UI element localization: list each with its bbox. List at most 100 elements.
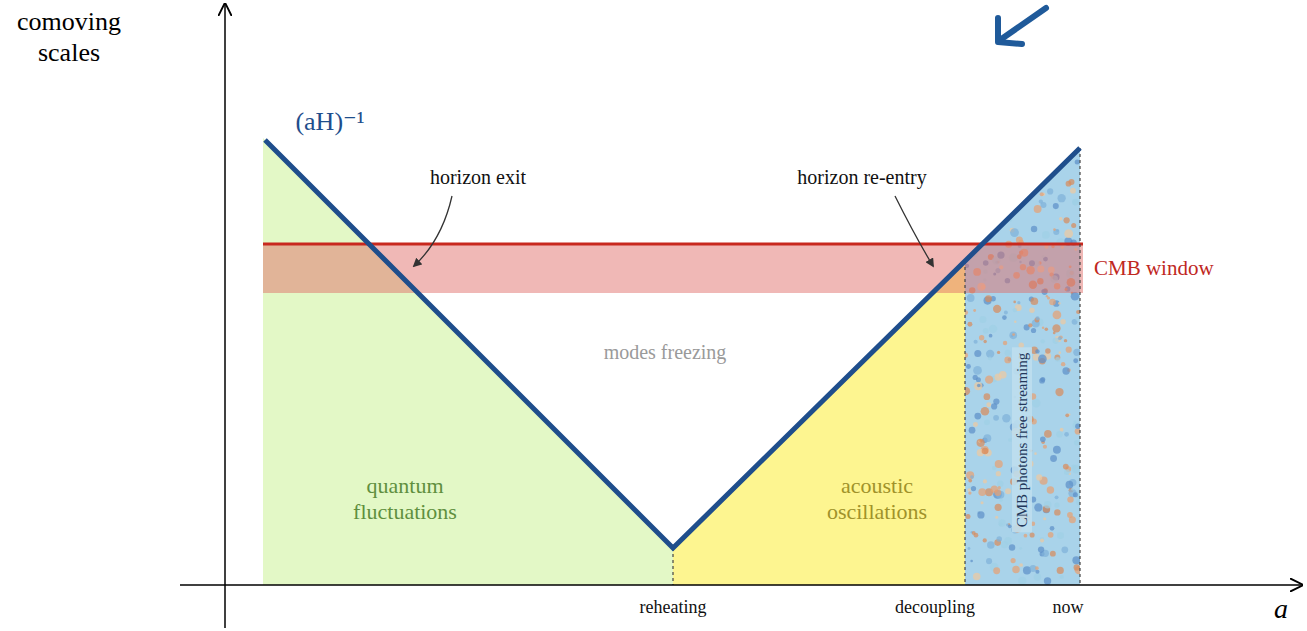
texture-dot [1071, 465, 1076, 470]
texture-dot [984, 179, 988, 183]
texture-dot [1073, 199, 1079, 205]
texture-dot [1012, 168, 1020, 176]
texture-dot [1053, 311, 1062, 320]
texture-dot [973, 309, 976, 312]
texture-dot [975, 204, 978, 207]
cmb-window-line [263, 243, 1083, 246]
texture-dot [1064, 469, 1070, 475]
texture-dot [983, 538, 987, 542]
x-axis [180, 584, 1302, 586]
texture-dot [974, 350, 981, 357]
texture-dot [1013, 301, 1016, 304]
texture-dot [979, 335, 984, 340]
texture-dot [971, 486, 976, 491]
texture-dot [973, 366, 982, 375]
texture-dot [982, 199, 987, 204]
texture-dot [1065, 413, 1069, 417]
texture-dot [982, 158, 990, 166]
blue-arrow-mark [998, 8, 1046, 44]
now-marker [1079, 148, 1080, 585]
texture-dot [1031, 157, 1036, 162]
texture-dot [966, 196, 970, 200]
texture-dot [1034, 205, 1042, 213]
texture-dot [1004, 310, 1008, 314]
texture-dot [1040, 538, 1044, 542]
texture-dot [995, 516, 998, 519]
texture-dot [1066, 481, 1074, 489]
texture-dot [984, 164, 988, 168]
texture-dot [985, 295, 992, 302]
texture-dot [983, 328, 989, 334]
region-label: CMB photons free streaming [1012, 348, 1032, 533]
texture-dot [1064, 339, 1067, 342]
radiation-region [673, 261, 965, 585]
texture-dot [965, 175, 968, 178]
texture-dot [1061, 546, 1068, 553]
texture-dot [1017, 301, 1020, 304]
texture-dot [1063, 217, 1069, 223]
texture-dot [1019, 547, 1022, 550]
reheating-marker [672, 548, 673, 585]
texture-dot [1072, 465, 1081, 474]
texture-dot [991, 203, 998, 210]
texture-dot [1035, 349, 1039, 353]
texture-dot [1059, 351, 1062, 354]
texture-dot [1012, 157, 1021, 166]
texture-dot [1040, 192, 1044, 196]
texture-dot [1063, 464, 1069, 470]
texture-dot [976, 162, 980, 166]
texture-dot [973, 573, 981, 581]
texture-dot [970, 560, 973, 563]
texture-dot [1008, 192, 1013, 197]
texture-dot [979, 316, 986, 323]
texture-dot [1057, 567, 1064, 574]
texture-dot [1032, 399, 1041, 408]
texture-dot [1039, 199, 1043, 203]
hubble-radius-curve [265, 140, 1080, 548]
texture-dot [1045, 348, 1050, 353]
texture-dot [986, 155, 995, 164]
texture-dot [972, 198, 977, 203]
texture-dot [974, 340, 978, 344]
texture-dot [1056, 431, 1063, 438]
texture-dot [996, 536, 1001, 541]
texture-dot [1005, 350, 1011, 356]
texture-dot [1044, 430, 1052, 438]
texture-dot [993, 415, 999, 421]
curve-label: (aH)⁻¹ [295, 106, 364, 137]
texture-dot [1053, 228, 1056, 231]
texture-dot [1049, 150, 1057, 158]
axis-tick-label: now [1053, 597, 1084, 619]
texture-dot [1045, 327, 1049, 331]
texture-dot [1044, 577, 1051, 584]
texture-dot [997, 186, 1002, 191]
texture-dot [1071, 292, 1079, 300]
axis-tick-label: decoupling [895, 597, 975, 619]
texture-dot [1047, 486, 1054, 493]
texture-dot [1013, 308, 1017, 312]
texture-dot [1052, 160, 1055, 163]
texture-dot [1047, 188, 1053, 194]
texture-dot [989, 325, 997, 333]
texture-dot [966, 364, 971, 369]
texture-dot [1075, 160, 1080, 165]
texture-dot [974, 413, 981, 420]
texture-dot [1050, 551, 1056, 557]
texture-dot [1026, 185, 1029, 188]
band-label: CMB window [1094, 256, 1214, 281]
texture-dot [1031, 226, 1037, 232]
texture-dot [979, 439, 982, 442]
texture-dot [1049, 299, 1056, 306]
texture-dot [1073, 358, 1078, 363]
texture-dot [1064, 229, 1073, 238]
texture-dot [1052, 324, 1060, 332]
texture-dot [1038, 546, 1044, 552]
texture-dot [1040, 169, 1044, 173]
texture-dot [1026, 157, 1030, 161]
texture-dot [1024, 159, 1030, 165]
texture-dot [1067, 496, 1073, 502]
texture-dot [965, 514, 970, 519]
texture-dot [1036, 316, 1040, 320]
texture-dot [1003, 197, 1011, 205]
region-label: quantum fluctuations [335, 473, 475, 526]
